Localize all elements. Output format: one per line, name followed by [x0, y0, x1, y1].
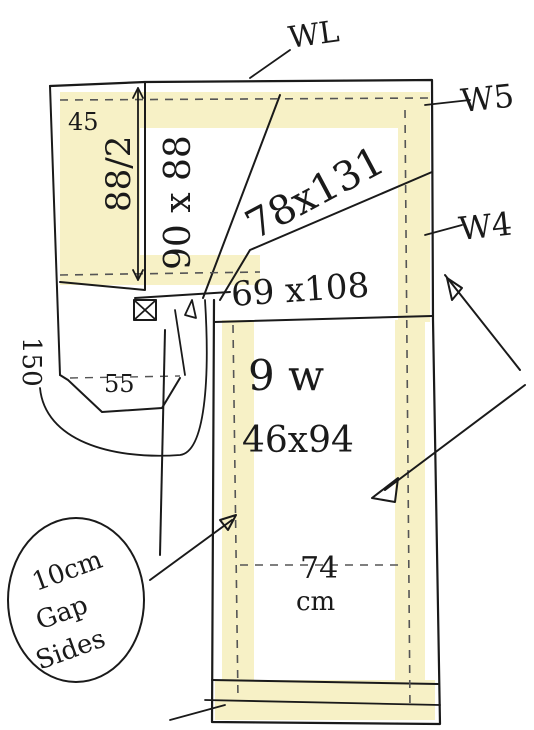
note-circle: [7, 517, 145, 683]
dashed-guides: [59, 97, 431, 711]
label-panel-69x108: 69 x108: [230, 265, 371, 315]
label-45: 45: [68, 108, 99, 136]
diagonal-partitions: [202, 94, 433, 301]
label-panel-78x131: 78x131: [238, 138, 392, 249]
outer-walls: [48, 78, 442, 726]
label-panel-46x94: 46x94: [242, 420, 354, 461]
label-width-74: 74: [300, 551, 338, 586]
label-w5: W5: [459, 77, 516, 120]
label-150: 150: [16, 337, 46, 387]
label-w4: W4: [457, 205, 514, 248]
note-line-1: 10cm: [28, 545, 106, 598]
dimension-arrows: [132, 87, 197, 376]
label-88-2: 88/2: [99, 136, 139, 212]
label-w6: WL: [286, 14, 341, 56]
label-panel-90x88: 90 x 88: [158, 135, 199, 270]
label-55: 55: [104, 370, 135, 398]
alcove: [39, 299, 208, 457]
pointer-arrows: [149, 49, 526, 721]
label-panel-9w: 9 w: [248, 351, 324, 400]
label-width-unit: cm: [296, 587, 335, 617]
